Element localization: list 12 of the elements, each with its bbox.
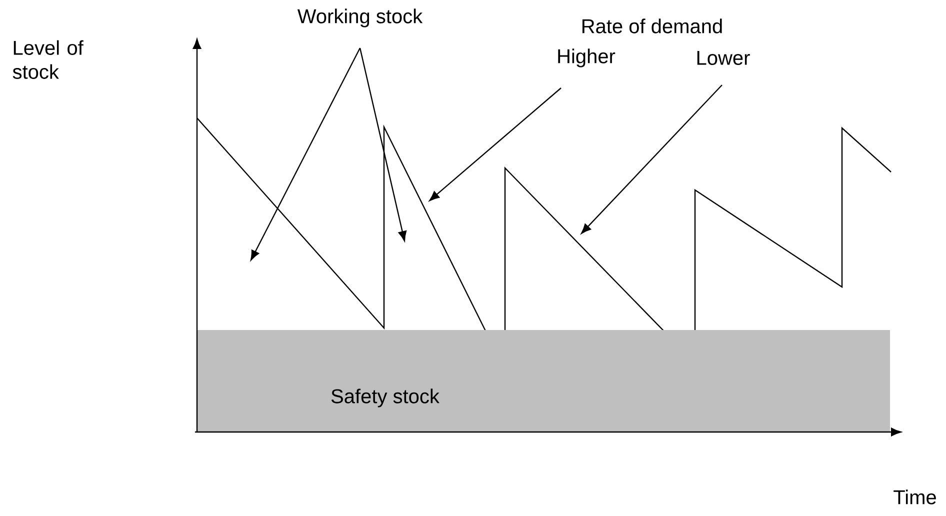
safety-stock-band: Safety stock xyxy=(197,330,890,432)
leader-arrow xyxy=(250,48,361,260)
callout-text: Working stock xyxy=(297,8,423,28)
axis-label: Time xyxy=(894,490,936,504)
leader-arrow xyxy=(359,48,407,242)
leader-arrow xyxy=(429,88,562,202)
node-label: Safety stock xyxy=(331,388,440,408)
leader-arrow xyxy=(581,84,722,234)
callout-text: Higher xyxy=(558,48,616,68)
axis-label: Rate of demand xyxy=(582,18,722,34)
callout-text: Lower xyxy=(697,51,750,65)
axis-label: Level of stock xyxy=(12,40,84,79)
